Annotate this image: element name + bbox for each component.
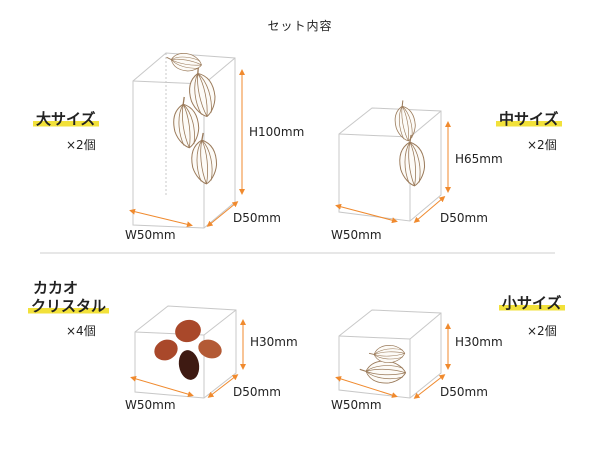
depth-dimension-line xyxy=(207,374,239,398)
crystal-width: W50mm xyxy=(125,398,176,412)
crystal-height: H30mm xyxy=(250,335,298,349)
large-box xyxy=(129,49,245,229)
small-box xyxy=(335,309,451,399)
width-dimension-line xyxy=(335,203,398,224)
small-height: H30mm xyxy=(455,335,503,349)
medium-width: W50mm xyxy=(331,228,382,242)
quantity-medium: ×2個 xyxy=(527,138,557,152)
medium-box xyxy=(335,98,451,224)
size-label-crystal-line2: クリスタル xyxy=(28,297,110,315)
cacao-crystal-icon xyxy=(178,350,200,380)
width-dimension-line xyxy=(130,375,194,398)
cacao-crystal-icon xyxy=(175,319,201,343)
depth-dimension-line xyxy=(413,196,446,223)
small-width: W50mm xyxy=(331,398,382,412)
medium-depth: D50mm xyxy=(440,211,488,225)
cacao-pod-icon xyxy=(396,133,428,188)
cacao-crystal-icon xyxy=(198,339,222,359)
cacao-pod-icon xyxy=(368,344,406,364)
width-dimension-line xyxy=(335,376,398,398)
size-label-crystal-line1: カカオ xyxy=(33,279,79,297)
large-depth: D50mm xyxy=(233,211,281,225)
depth-dimension-line xyxy=(413,374,446,399)
quantity-small: ×2個 xyxy=(527,324,557,338)
cacao-pod-icon xyxy=(358,359,407,385)
quantity-large: ×2個 xyxy=(66,138,96,152)
cacao-crystal-icon xyxy=(154,339,178,361)
small-depth: D50mm xyxy=(440,385,488,399)
large-height: H100mm xyxy=(249,125,305,139)
crystal-depth: D50mm xyxy=(233,385,281,399)
crystal-box xyxy=(130,305,246,399)
size-label-large: 大サイズ xyxy=(33,110,99,128)
size-label-small: 小サイズ xyxy=(499,294,565,312)
large-width: W50mm xyxy=(125,228,176,242)
medium-height: H65mm xyxy=(455,152,503,166)
quantity-crystal: ×4個 xyxy=(66,324,96,338)
size-label-medium: 中サイズ xyxy=(496,110,562,128)
width-dimension-line xyxy=(129,208,193,228)
depth-dimension-line xyxy=(206,201,239,227)
page-title: セット内容 xyxy=(267,19,333,33)
